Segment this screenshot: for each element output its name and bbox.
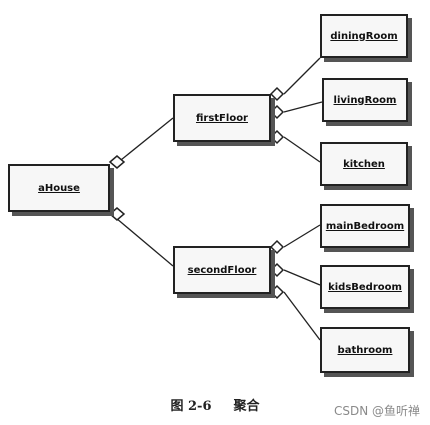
node-diningroom: diningRoom <box>320 14 408 58</box>
aggregation-diamond-firstfloor-livingroom <box>269 104 285 120</box>
edge-firstfloor-diningroom <box>283 57 321 95</box>
node-firstfloor-label: firstFloor <box>195 112 248 124</box>
figure-caption: 图 2-6 聚合 <box>0 395 430 414</box>
node-mainbedroom: mainBedroom <box>320 204 410 248</box>
node-diningroom-label: diningRoom <box>330 30 398 42</box>
aggregation-diamond-secondfloor-bathroom <box>269 284 285 300</box>
node-ahouse-label: aHouse <box>38 182 80 194</box>
watermark: CSDN @鱼听禅 <box>333 404 420 418</box>
edge-firstfloor-livingroom <box>283 101 323 113</box>
figure-number: 图 2-6 <box>170 399 212 414</box>
aggregation-diamond-firstfloor-kitchen <box>269 129 285 145</box>
node-kitchen-label: kitchen <box>343 158 385 170</box>
edge-secondfloor-bathroom <box>283 291 321 341</box>
node-kidsbedroom: kidsBedroom <box>320 265 410 309</box>
edge-secondfloor-mainbedroom <box>283 224 321 248</box>
node-firstfloor: firstFloor <box>173 94 271 142</box>
node-kitchen: kitchen <box>320 142 408 186</box>
edge-house-secondfloor <box>115 217 174 267</box>
aggregation-diamond-house-firstfloor <box>108 155 126 169</box>
edge-house-firstfloor <box>115 117 174 165</box>
node-kidsbedroom-label: kidsBedroom <box>328 281 402 293</box>
node-livingroom: livingRoom <box>322 78 408 122</box>
node-mainbedroom-label: mainBedroom <box>325 220 405 232</box>
node-secondfloor: secondFloor <box>173 246 271 294</box>
node-bathroom: bathroom <box>320 327 410 373</box>
aggregation-diamond-secondfloor-kidsbedroom <box>269 262 285 278</box>
node-ahouse: aHouse <box>8 164 110 212</box>
figure-title: 聚合 <box>233 399 260 414</box>
node-secondfloor-label: secondFloor <box>187 264 257 276</box>
aggregation-diamond-secondfloor-mainbedroom <box>269 239 285 255</box>
aggregation-diamond-firstfloor-diningroom <box>269 86 285 102</box>
node-livingroom-label: livingRoom <box>333 94 397 106</box>
aggregation-diamond-house-secondfloor <box>108 207 126 221</box>
edge-secondfloor-kidsbedroom <box>283 269 321 286</box>
node-bathroom-label: bathroom <box>337 344 393 356</box>
edge-firstfloor-kitchen <box>283 136 321 163</box>
